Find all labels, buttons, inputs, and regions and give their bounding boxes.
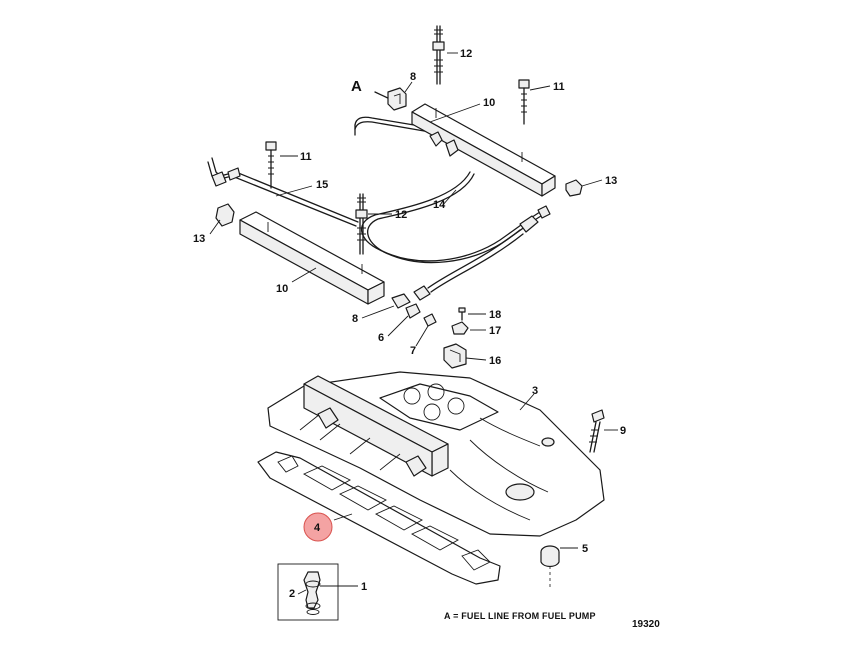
fitting-lower-group	[391, 293, 437, 327]
injector-detail	[277, 563, 339, 621]
fuel-line-lower	[207, 157, 359, 227]
bolt-9	[589, 409, 605, 453]
callout-16[interactable]: 16	[489, 355, 501, 367]
callout-8-lower[interactable]: 8	[352, 313, 358, 325]
callout-9[interactable]: 9	[620, 425, 626, 437]
callout-2[interactable]: 2	[289, 588, 295, 600]
screw-18	[458, 307, 466, 321]
callout-8-upper[interactable]: 8	[410, 71, 416, 83]
callout-17[interactable]: 17	[489, 325, 501, 337]
stud-12-upper	[432, 25, 445, 85]
sensor-16	[443, 343, 467, 369]
callout-6[interactable]: 6	[378, 332, 384, 344]
stud-12-lower	[355, 193, 368, 255]
fitting-upper	[387, 87, 407, 111]
callout-10-upper[interactable]: 10	[483, 97, 495, 109]
fuel-rail-lower	[239, 211, 385, 305]
bolt-11-right	[518, 79, 530, 125]
callout-7[interactable]: 7	[410, 345, 416, 357]
figure-number: 19320	[632, 619, 660, 630]
callout-4[interactable]: 4	[314, 522, 321, 534]
callout-labels: 12 A 8 10 11 11 15 13 14 12 13 10 18 8 1…	[193, 48, 626, 600]
callout-1[interactable]: 1	[361, 581, 367, 593]
clip-left	[215, 203, 235, 227]
intake-gasket	[257, 451, 501, 585]
callout-11-left[interactable]: 11	[300, 151, 312, 163]
callout-18[interactable]: 18	[489, 309, 501, 321]
callout-15[interactable]: 15	[316, 179, 328, 191]
leader-lines	[209, 52, 618, 595]
callout-13-right[interactable]: 13	[605, 175, 617, 187]
callout-13-left[interactable]: 13	[193, 233, 205, 245]
legend-text: A = FUEL LINE FROM FUEL PUMP	[444, 611, 596, 621]
intake-manifold	[267, 371, 605, 537]
fuel-rail-upper	[411, 103, 556, 197]
callout-12-upper[interactable]: 12	[460, 48, 472, 60]
callout-3[interactable]: 3	[532, 385, 538, 397]
bolt-11-left	[265, 141, 277, 189]
bracket-17	[451, 321, 469, 335]
callout-5[interactable]: 5	[582, 543, 588, 555]
callout-12-lower[interactable]: 12	[395, 209, 407, 221]
highlight-circle-4[interactable]	[303, 512, 333, 542]
clip-right	[565, 179, 583, 197]
callout-14[interactable]: 14	[433, 199, 446, 211]
callout-10-lower[interactable]: 10	[276, 283, 288, 295]
plug-5	[540, 545, 560, 588]
detail-letter-a: A	[351, 78, 362, 95]
crossover-fuel-line	[361, 171, 551, 301]
callout-11-right[interactable]: 11	[553, 81, 565, 93]
